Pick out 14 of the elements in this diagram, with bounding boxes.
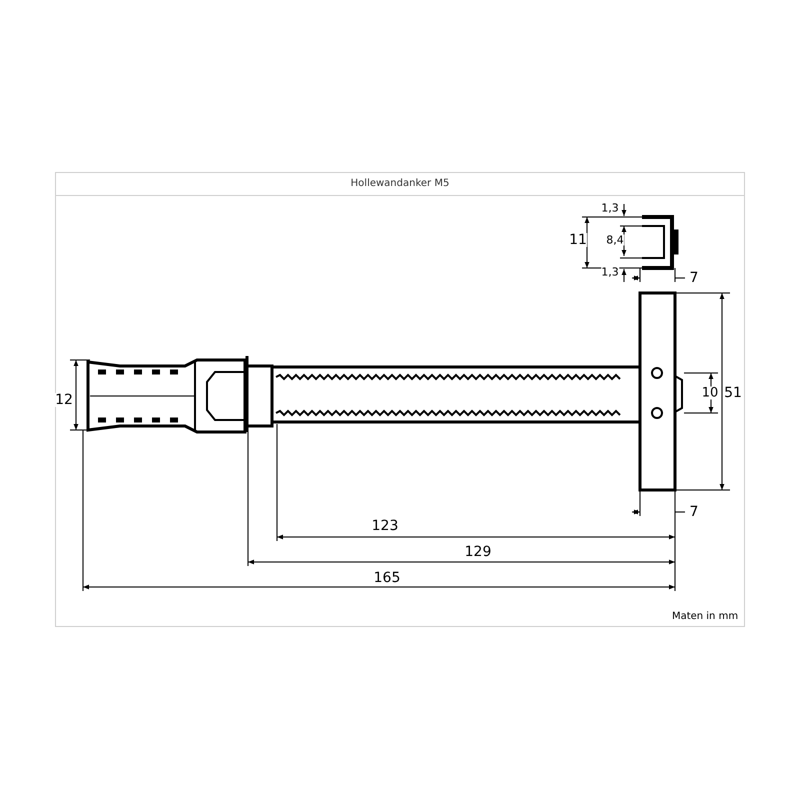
dimension-label: 1,3 — [601, 202, 619, 214]
dimension-label: 165 — [374, 571, 400, 585]
dimension-label: 12 — [55, 393, 73, 407]
dimension-label: 129 — [464, 545, 492, 559]
title: Hollewandanker M5 — [350, 177, 450, 191]
dimension-label: 10 — [702, 386, 718, 400]
note: Maten in mm — [672, 612, 738, 622]
dimension-label: 8,4 — [606, 234, 624, 246]
dimension-label: 11 — [569, 233, 587, 247]
dimension-label: 123 — [372, 519, 398, 533]
dimension-label: 1,3 — [601, 266, 619, 278]
dimension-label: 7 — [690, 505, 698, 519]
dimension-label: 7 — [690, 271, 698, 285]
dimension-label: 51 — [724, 386, 742, 400]
